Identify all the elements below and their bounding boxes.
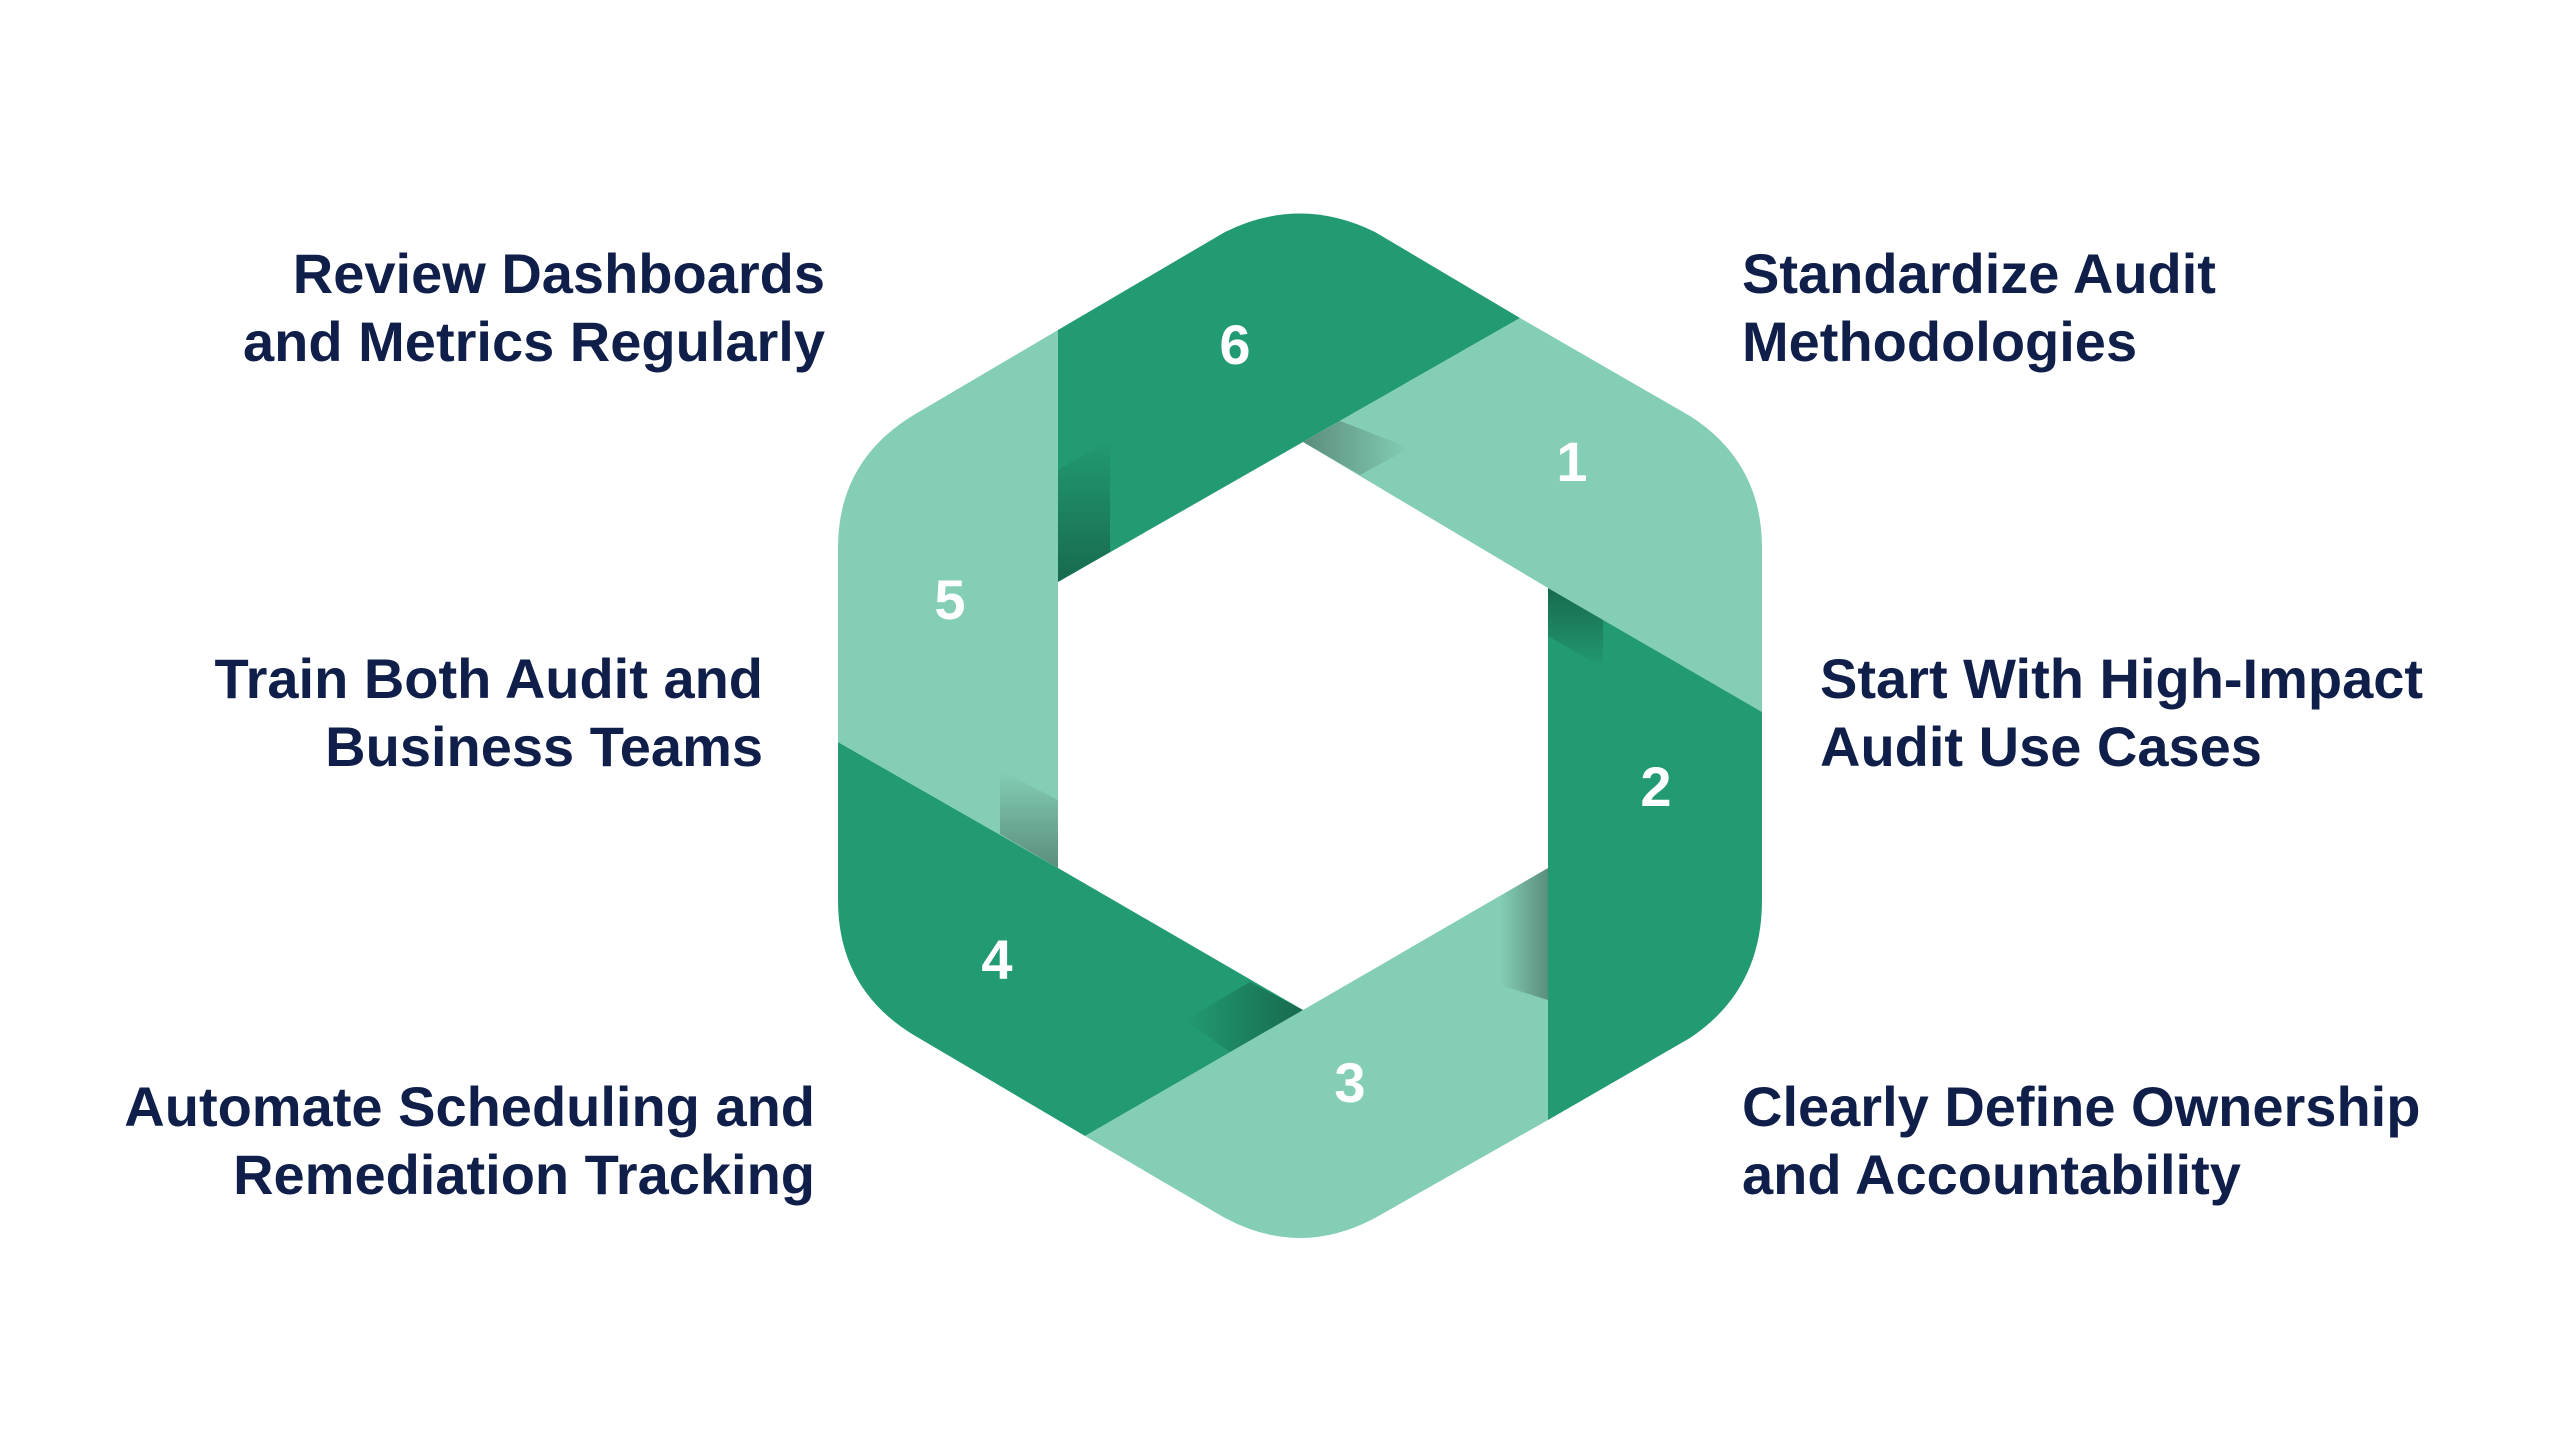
step-label-4-line1: Automate Scheduling and	[124, 1075, 815, 1138]
step-label-4-line2: Remediation Tracking	[233, 1143, 815, 1206]
step-label-3-line2: and Accountability	[1742, 1143, 2241, 1206]
step-number-2: 2	[1640, 755, 1671, 818]
segment-6	[1058, 213, 1520, 582]
fold-shadow-2	[1548, 588, 1603, 668]
step-number-6: 6	[1219, 313, 1250, 376]
step-label-1: Standardize Audit Methodologies	[1742, 240, 2216, 376]
segment-1	[1303, 318, 1762, 712]
step-label-5-line1: Train Both Audit and	[214, 647, 763, 710]
fold-shadow-1	[1303, 421, 1410, 475]
fold-shadow-4	[1185, 982, 1303, 1052]
segment-5	[838, 330, 1058, 868]
step-label-3-line1: Clearly Define Ownership	[1742, 1075, 2421, 1138]
step-label-6-line1: Review Dashboards	[292, 242, 825, 305]
fold-shadow-6	[1058, 440, 1110, 582]
step-number-4: 4	[981, 928, 1012, 991]
step-label-1-line1: Standardize Audit	[1742, 242, 2216, 305]
step-number-3: 3	[1334, 1051, 1365, 1114]
fold-shadow-3	[1500, 868, 1548, 1000]
step-label-5-line2: Business Teams	[325, 715, 763, 778]
fold-shadow-5	[1000, 770, 1058, 868]
step-label-6-line2: and Metrics Regularly	[243, 310, 825, 373]
step-number-1: 1	[1556, 430, 1587, 493]
segment-4	[838, 742, 1303, 1136]
segment-3	[1085, 868, 1548, 1238]
segment-2	[1548, 588, 1762, 1120]
step-label-4: Automate Scheduling and Remediation Trac…	[124, 1073, 815, 1209]
step-label-2-line1: Start With High-Impact	[1820, 647, 2424, 710]
step-number-5: 5	[934, 568, 965, 631]
step-label-5: Train Both Audit and Business Teams	[214, 645, 763, 781]
step-label-2-line2: Audit Use Cases	[1820, 715, 2262, 778]
step-label-1-line2: Methodologies	[1742, 310, 2138, 373]
step-label-6: Review Dashboards and Metrics Regularly	[243, 240, 825, 376]
step-label-2: Start With High-Impact Audit Use Cases	[1820, 645, 2423, 781]
step-label-3: Clearly Define Ownership and Accountabil…	[1742, 1073, 2420, 1209]
